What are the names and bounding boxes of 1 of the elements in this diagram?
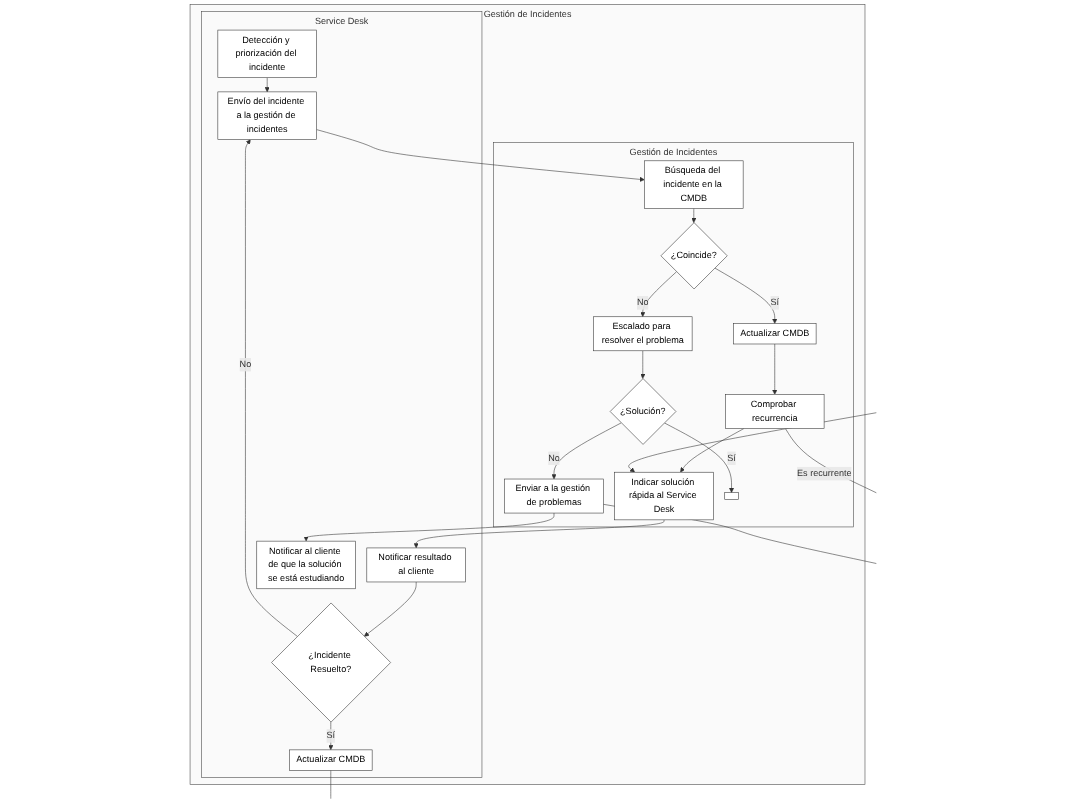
process-box [724,492,739,500]
